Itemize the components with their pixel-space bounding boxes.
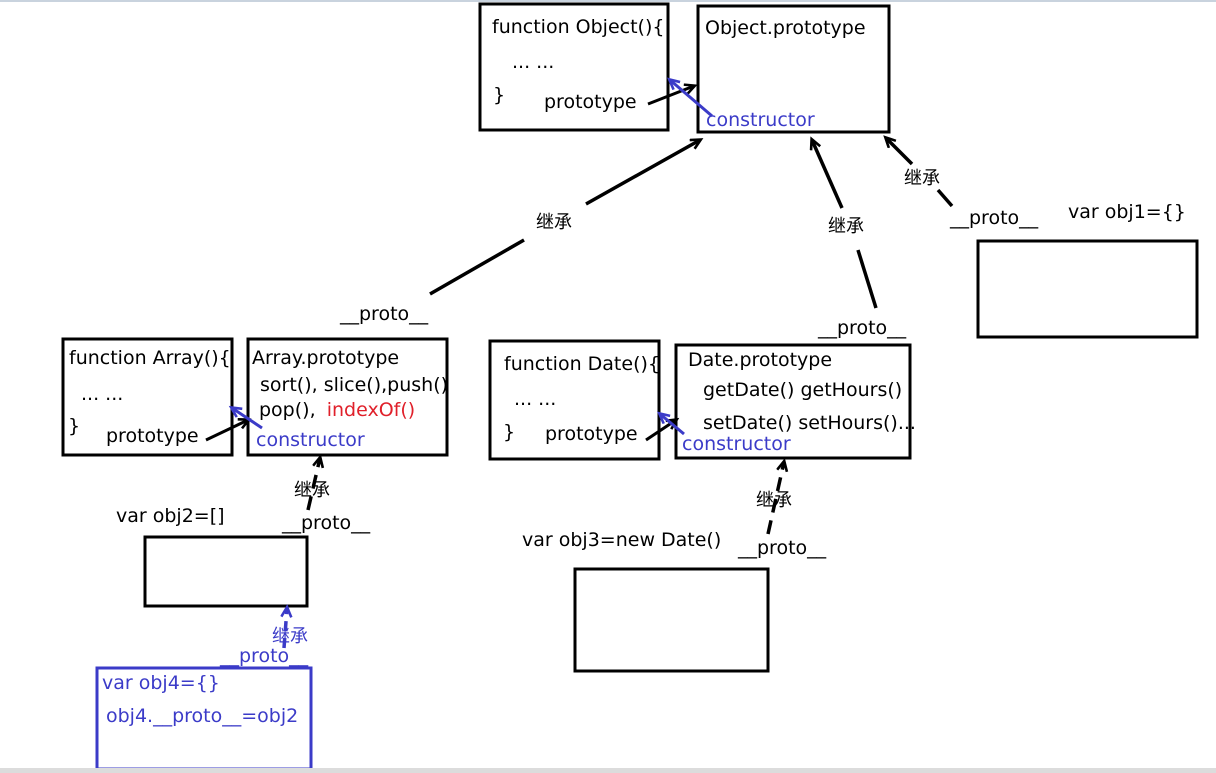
- date-fn-line1: function Date(){: [504, 353, 660, 375]
- object-constructor-label: constructor: [706, 109, 815, 131]
- object-fn-line2: ... ...: [512, 51, 554, 73]
- obj2-proto-link: [306, 458, 320, 511]
- date-constructor-arrow: [660, 414, 685, 436]
- obj2-inherit-label: 继承: [294, 480, 330, 501]
- obj4-proto-label: __proto__: [219, 645, 309, 667]
- object-prototype-title: Object.prototype: [705, 17, 866, 39]
- obj3-box: [573, 567, 770, 673]
- date-prototype-methods1: getDate() getHours(): [703, 379, 902, 401]
- obj3-proto-link: [766, 462, 784, 535]
- array-proto-link-upper: [585, 140, 700, 206]
- date-fn-prototype-label: prototype: [545, 423, 638, 445]
- obj2-label: var obj2=[]: [116, 505, 225, 527]
- date-proto-link-lower: [856, 249, 878, 309]
- date-fn-line2: ... ...: [514, 388, 556, 410]
- obj1-label: var obj1={}: [1068, 201, 1186, 223]
- obj3-inherit-label: 继承: [756, 490, 792, 511]
- array-fn-prototype-label: prototype: [106, 425, 199, 447]
- obj2-box: [143, 535, 309, 608]
- obj1-proto-label: __proto__: [949, 207, 1039, 229]
- object-prototype-arrow: [647, 86, 694, 106]
- array-prototype-box: [246, 337, 449, 457]
- date-proto-link-upper: [812, 140, 844, 209]
- obj4-proto-link: [284, 608, 287, 649]
- obj3-proto-label: __proto__: [737, 537, 827, 559]
- array-proto-label: __proto__: [339, 303, 429, 325]
- date-prototype-title: Date.prototype: [688, 349, 832, 371]
- date-inherit-label: 继承: [828, 216, 864, 237]
- object-function-box: [478, 2, 670, 132]
- array-prototype-title: Array.prototype: [252, 347, 399, 369]
- object-constructor-arrow: [670, 80, 713, 118]
- array-prototype-methods1: sort(), slice(),push(): [260, 374, 448, 396]
- obj4-line2: obj4.__proto__=obj2: [106, 705, 298, 727]
- obj1-proto-link-upper: [886, 138, 914, 166]
- array-constructor-label: constructor: [256, 429, 365, 451]
- obj1-inherit-label: 继承: [904, 168, 940, 189]
- array-prototype-methods2: pop(),: [259, 399, 316, 421]
- date-fn-line3: }: [503, 421, 515, 443]
- object-fn-line1: function Object(){: [492, 16, 664, 38]
- array-function-box: [61, 337, 234, 457]
- array-proto-link-lower: [429, 238, 525, 296]
- array-fn-line1: function Array(){: [69, 347, 231, 369]
- obj4-line1: var obj4={}: [102, 672, 220, 694]
- bottom-scrollbar-strip: [0, 768, 1216, 773]
- date-prototype-methods2: setDate() setHours()...: [703, 412, 916, 434]
- array-constructor-arrow: [232, 408, 263, 430]
- array-fn-line2: ... ...: [81, 383, 123, 405]
- top-border: [0, 0, 1216, 2]
- object-fn-prototype-label: prototype: [544, 91, 637, 113]
- object-fn-line3: }: [493, 84, 505, 106]
- object-prototype-box: [696, 4, 891, 134]
- date-prototype-box: [674, 343, 912, 460]
- array-prototype-methods2-line: pop(), indexOf(): [259, 399, 415, 421]
- obj3-label: var obj3=new Date(): [522, 529, 721, 551]
- obj2-proto-label: __proto__: [281, 512, 371, 534]
- date-constructor-label: constructor: [682, 433, 791, 455]
- array-prototype-indexof: indexOf(): [327, 399, 415, 421]
- obj1-box: [976, 239, 1199, 339]
- date-function-box: [488, 339, 661, 461]
- array-fn-line3: }: [68, 415, 80, 437]
- obj1-proto-link-lower: [936, 188, 954, 208]
- obj4-inherit-label: 继承: [272, 626, 308, 647]
- array-prototype-arrow: [205, 420, 248, 442]
- date-proto-label: __proto__: [817, 317, 907, 339]
- array-inherit-label: 继承: [536, 212, 572, 233]
